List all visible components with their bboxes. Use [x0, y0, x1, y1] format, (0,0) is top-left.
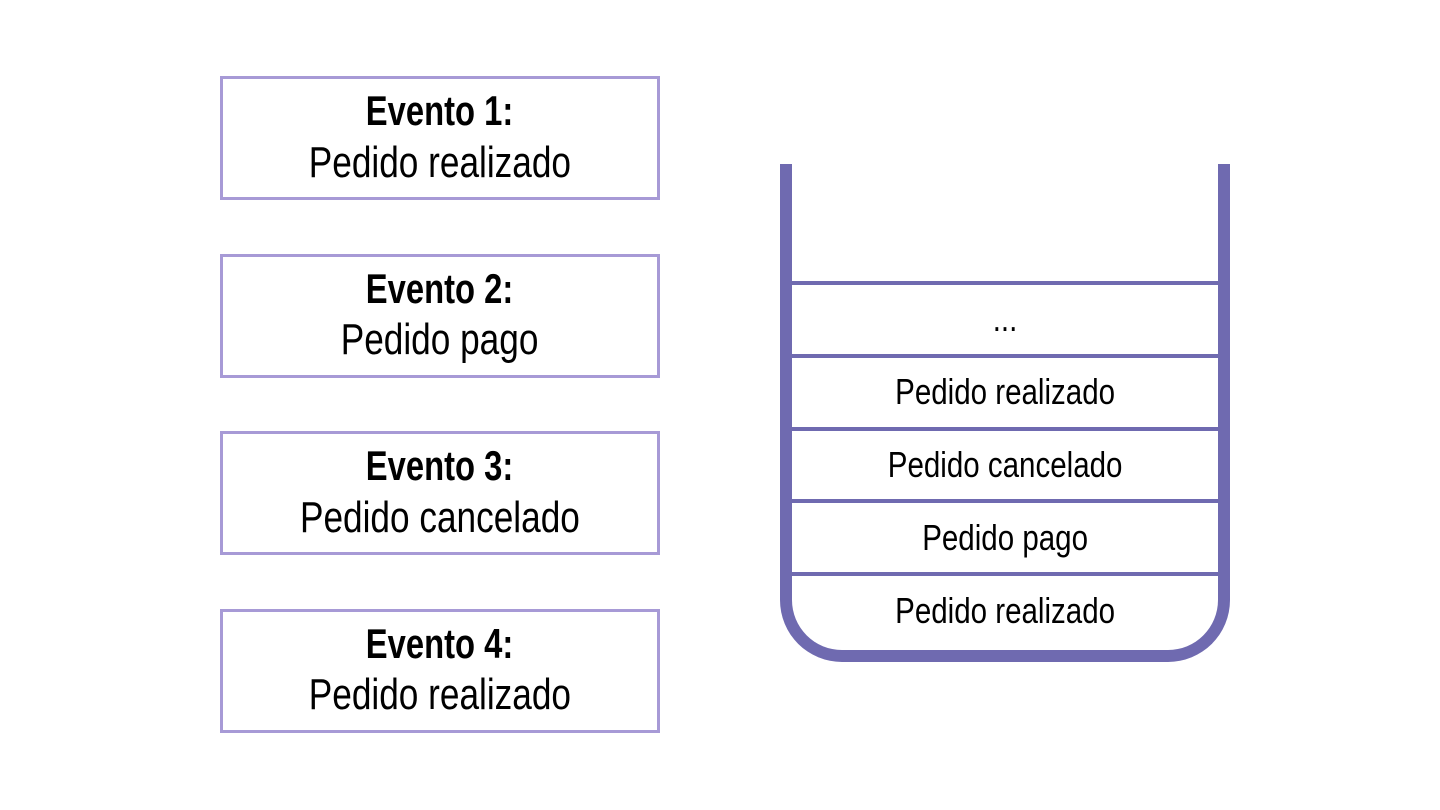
stack-item-label: Pedido cancelado [887, 443, 1123, 485]
stack-item-pedido-realizado-latest: Pedido realizado [792, 353, 1218, 427]
stack-item-ellipsis: ... [792, 281, 1218, 354]
event-box-2: Evento 2: Pedido pago [220, 253, 660, 378]
stack-item-label: Pedido realizado [895, 371, 1115, 413]
stack-item-label: ... [992, 298, 1018, 340]
stack-item-pedido-pago: Pedido pago [792, 499, 1218, 572]
event-name: Pedido realizado [308, 137, 572, 187]
event-title: Evento 3: [366, 442, 514, 490]
event-box-4: Evento 4: Pedido realizado [220, 608, 660, 733]
stack-item-pedido-cancelado: Pedido cancelado [792, 426, 1218, 500]
event-stack-container: ... Pedido realizado Pedido cancelado Pe… [780, 164, 1230, 662]
event-name: Pedido cancelado [300, 492, 580, 542]
event-title: Evento 1: [366, 87, 514, 135]
event-name: Pedido pago [341, 315, 539, 365]
event-box-1: Evento 1: Pedido realizado [220, 76, 660, 200]
event-box-3: Evento 3: Pedido cancelado [220, 431, 660, 555]
event-stack-items: ... Pedido realizado Pedido cancelado Pe… [792, 281, 1218, 650]
event-list: Evento 1: Pedido realizado Evento 2: Ped… [220, 76, 660, 786]
stack-item-pedido-realizado-first: Pedido realizado [792, 572, 1218, 645]
stack-item-label: Pedido realizado [895, 589, 1115, 631]
stack-item-label: Pedido pago [922, 516, 1088, 558]
event-title: Evento 4: [366, 619, 514, 667]
event-name: Pedido realizado [308, 670, 572, 720]
event-title: Evento 2: [366, 264, 514, 312]
